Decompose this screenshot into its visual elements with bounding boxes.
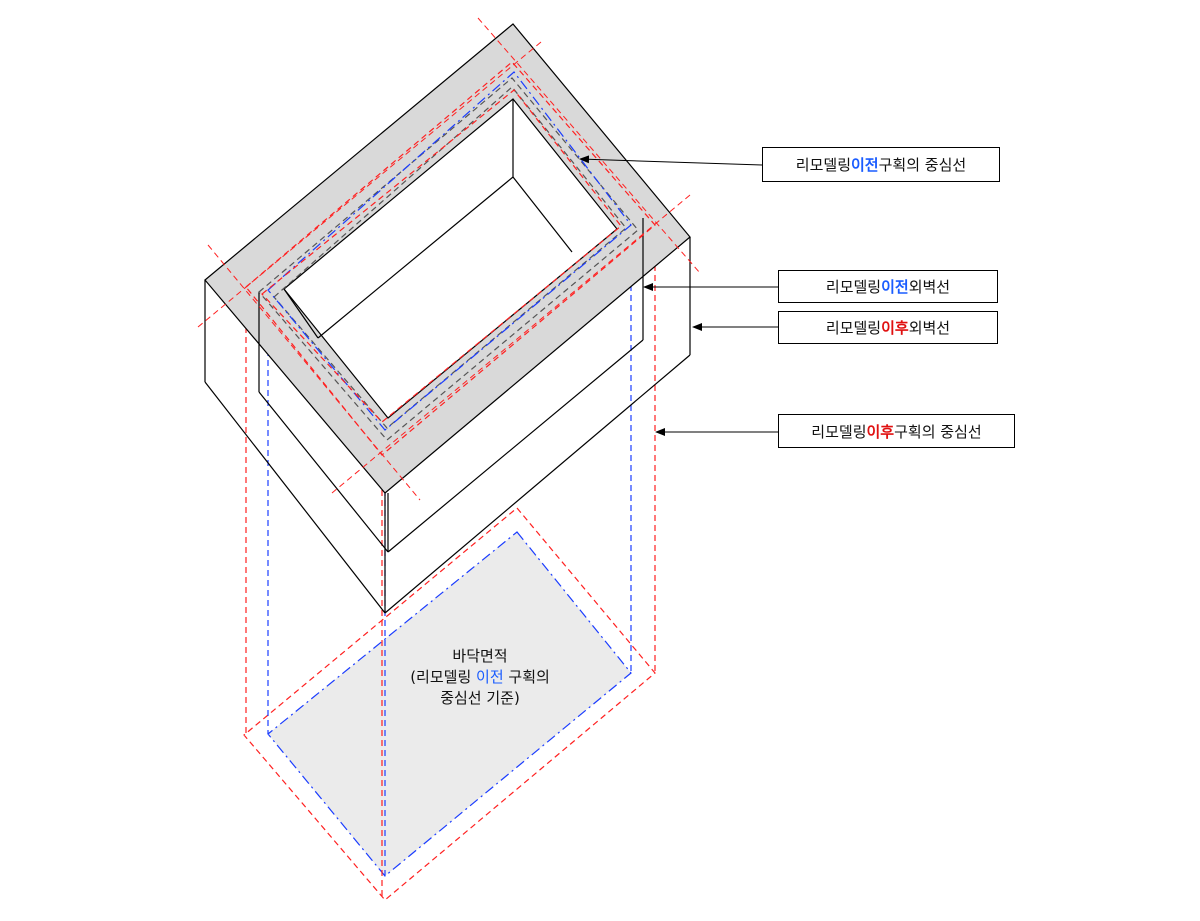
- arrow-before-center: [579, 155, 763, 166]
- inner-walls: [283, 99, 573, 339]
- label-text-prefix: 리모델링: [795, 156, 851, 174]
- label-text-suffix: 외벽선: [908, 319, 951, 337]
- label-text-suffix: 외벽선: [908, 278, 951, 296]
- floor-area-region: [268, 532, 631, 876]
- label-highlight-before: 이전: [851, 156, 879, 174]
- label-text-prefix: 리모델링: [811, 422, 867, 441]
- floor-caption-line2: (리모델링 이전 구획의: [385, 667, 575, 688]
- leader-arrows: [579, 155, 778, 436]
- label-text-suffix: 구획의 중심선: [878, 156, 967, 174]
- label-highlight-before: 이전: [881, 278, 909, 296]
- label-text-suffix: 구획의 중심선: [894, 422, 982, 441]
- before-outer-wall-line: [258, 77, 639, 441]
- floor-after-centerline: [243, 507, 656, 901]
- floor-caption-line3: 중심선 기준): [440, 689, 520, 707]
- label-text-prefix: 리모델링: [825, 319, 882, 337]
- label-before-outer-wall: 리모델링 이전 외벽선: [778, 270, 998, 303]
- label-text-prefix: 리모델링: [825, 278, 882, 296]
- floor-area-caption: 바닥면적 (리모델링 이전 구획의 중심선 기준): [385, 646, 575, 709]
- floor-caption-prefix: (리모델링: [410, 668, 477, 686]
- floor-caption-line1: 바닥면적: [452, 647, 508, 665]
- label-highlight-after: 이후: [881, 319, 909, 337]
- wall-top-ring: [204, 23, 691, 494]
- floor-caption-highlight: 이전: [476, 668, 504, 686]
- after-extension-lines: [197, 17, 701, 501]
- label-after-outer-wall: 리모델링 이후 외벽선: [778, 311, 998, 344]
- label-after-centerline: 리모델링 이후 구획의 중심선: [778, 414, 1015, 448]
- label-highlight-after: 이후: [866, 422, 895, 441]
- before-center-line-top: [267, 71, 632, 431]
- floor-caption-suffix: 구획의: [503, 668, 550, 686]
- outer-walls: [204, 218, 691, 614]
- label-before-centerline: 리모델링 이전 구획의 중심선: [762, 147, 1000, 182]
